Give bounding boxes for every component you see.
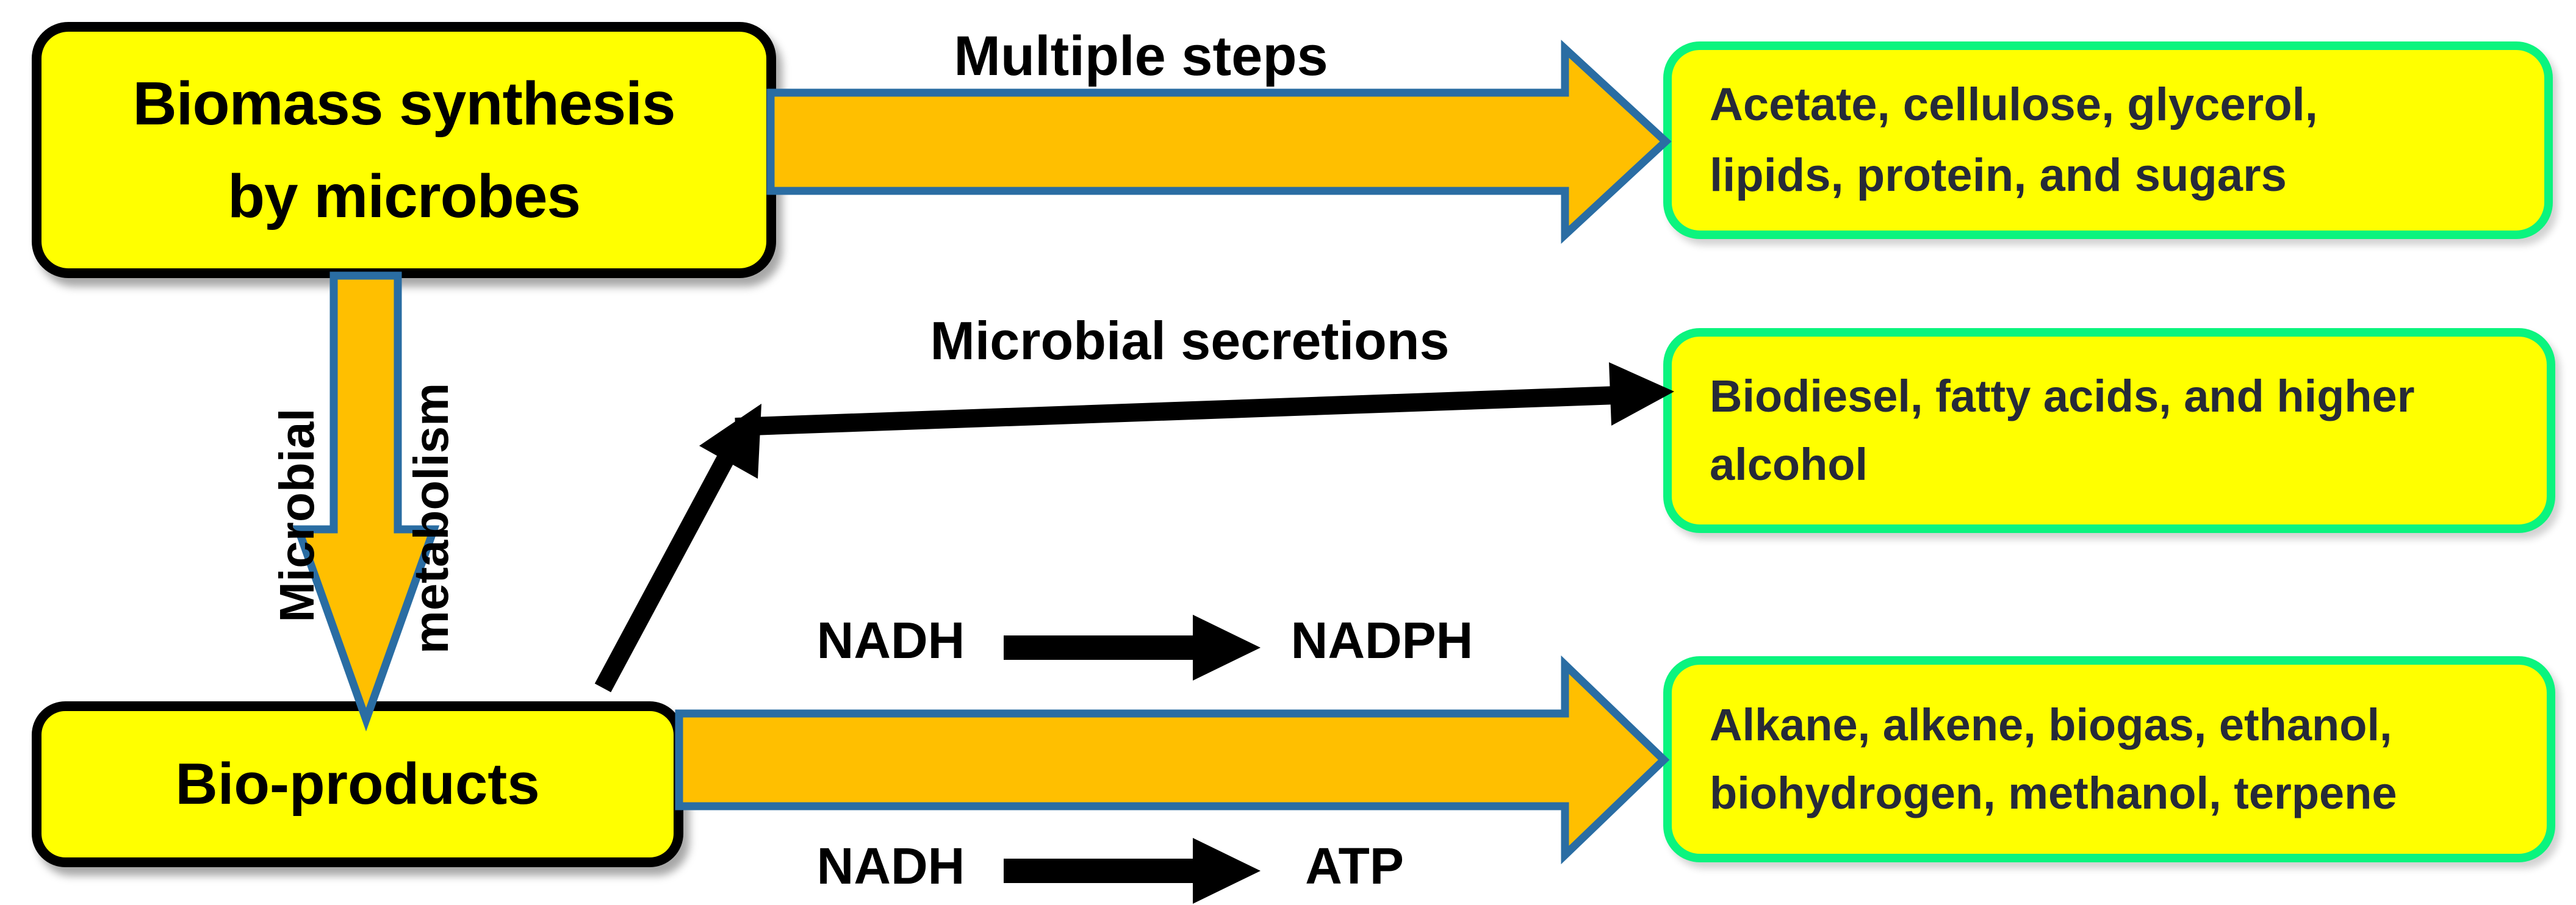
- acetate-products-box: Acetate, cellulose, glycerol, lipids, pr…: [1663, 41, 2553, 239]
- metabolism-arrow: [292, 271, 440, 732]
- secretions-arrow-head: [1609, 362, 1674, 426]
- bioproducts-label: Bio-products: [175, 751, 540, 817]
- alkane-products-box: Alkane, alkene, biogas, ethanol, biohydr…: [1663, 656, 2555, 862]
- nadh-bottom-label: NADH: [816, 837, 965, 895]
- microbial-vertical-label: Microbial: [270, 408, 324, 623]
- multiple-steps-arrow: [766, 40, 1672, 244]
- biomass-line-2: by microbes: [227, 162, 581, 231]
- microbial-secretions-label: Microbial secretions: [930, 310, 1450, 371]
- secretions-arrow-diagonal: [594, 446, 738, 693]
- nadph-label: NADPH: [1290, 612, 1473, 669]
- secretions-arrow-horizontal: [735, 386, 1617, 436]
- metabolism-vertical-label: metabolism: [404, 382, 458, 654]
- bio-products-box: Bio-products: [32, 701, 683, 867]
- biomass-synthesis-box: Biomass synthesis by microbes: [32, 22, 776, 278]
- biodiesel-line-1: Biodiesel, fatty acids, and higher: [1710, 370, 2415, 421]
- acetate-line-1: Acetate, cellulose, glycerol,: [1710, 79, 2318, 131]
- nadh-top-label: NADH: [816, 612, 965, 669]
- nadh-atp-arrow-head: [1193, 838, 1261, 904]
- biodiesel-line-2: alcohol: [1710, 439, 1868, 490]
- alkane-line-1: Alkane, alkene, biogas, ethanol,: [1710, 699, 2392, 750]
- alkane-line-2: biohydrogen, methanol, terpene: [1710, 768, 2397, 818]
- bioproducts-output-arrow: [675, 655, 1670, 865]
- biodiesel-products-box: Biodiesel, fatty acids, and higher alcoh…: [1663, 328, 2555, 533]
- nadh-nadph-arrow-head: [1193, 615, 1261, 681]
- acetate-line-2: lipids, protein, and sugars: [1710, 149, 2287, 201]
- biomass-line-1: Biomass synthesis: [132, 70, 676, 138]
- atp-label: ATP: [1305, 837, 1404, 895]
- multiple-steps-label: Multiple steps: [954, 25, 1328, 87]
